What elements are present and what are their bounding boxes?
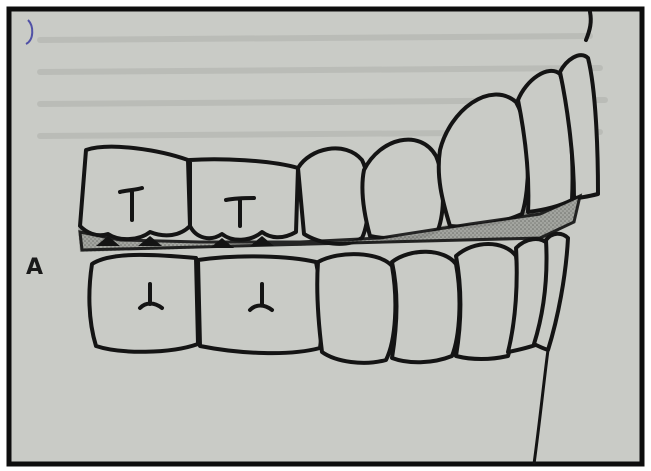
upper-premolar-2 bbox=[362, 140, 443, 239]
panel-label: A bbox=[26, 255, 43, 280]
lower-premolar-1 bbox=[317, 254, 395, 363]
lower-premolar-2 bbox=[392, 252, 459, 363]
upper-premolar-1 bbox=[298, 148, 369, 243]
upper-molar-1 bbox=[80, 147, 190, 239]
